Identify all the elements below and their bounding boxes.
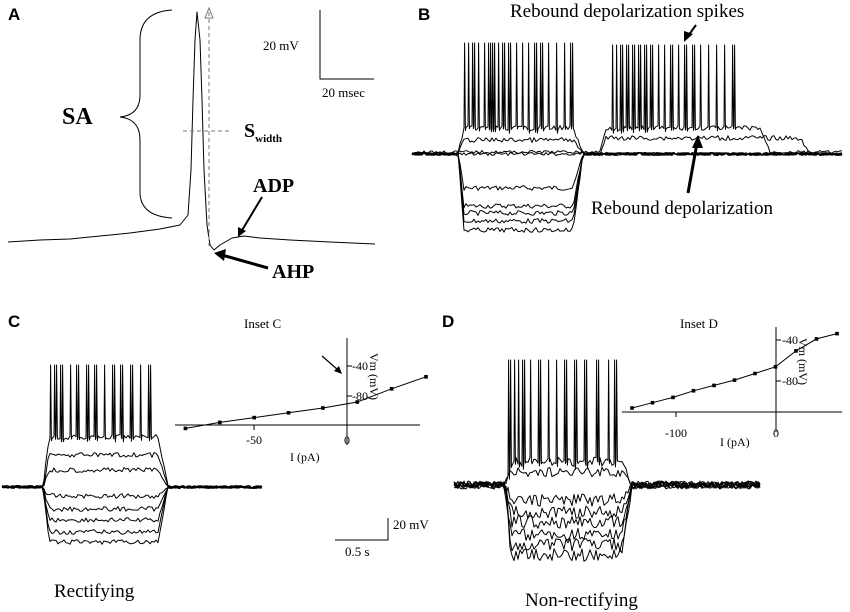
inset-d-ytick-label-2: -80	[782, 374, 798, 388]
inset-c-point-1	[218, 420, 222, 425]
trace-c-hyper-1	[1, 485, 263, 512]
inset-d-point-7	[773, 365, 778, 369]
sa-brace	[119, 9, 173, 219]
panel-d-caption: Non-rectifying	[525, 590, 638, 611]
panel-b-traces	[411, 42, 843, 233]
inset-d-xtick-label-1: -100	[665, 426, 687, 440]
trace-c-depol-1	[1, 467, 263, 489]
inset-d-plot	[630, 331, 839, 410]
inset-c-point-2	[252, 415, 256, 420]
panel-b: B Rebound depolarization spikes Rebound …	[411, 1, 843, 233]
inset-c-ytick-label-1: -40	[352, 359, 368, 373]
trace-c-hyper-4	[1, 485, 263, 545]
inset-d-title: Inset D	[680, 316, 718, 331]
inset-d-point-6	[753, 371, 757, 376]
inset-c-arrow-head	[334, 366, 342, 374]
inset-d-point-3	[691, 388, 696, 393]
inset-c-xtick-label-1: -50	[246, 433, 262, 447]
panel-d-letter: D	[442, 312, 454, 331]
inset-c-xlabel: I (pA)	[290, 450, 320, 464]
inset-c-point-7	[424, 375, 428, 379]
rebound-depolarization-label: Rebound depolarization	[591, 198, 774, 219]
scale-bar-a	[319, 10, 374, 80]
inset-c-xtick-label-2: 0	[344, 433, 350, 447]
inset-d-point-1	[650, 400, 655, 405]
inset-d-point-0	[630, 406, 634, 410]
panel-c-caption: Rectifying	[54, 581, 135, 602]
trace-b-rebound-spiking	[411, 44, 843, 154]
scale-bar-c	[335, 518, 389, 541]
inset-c-point-0	[183, 426, 188, 431]
trace-b-hyper-0	[411, 152, 843, 191]
ahp-arrow-head	[214, 249, 226, 261]
inset-c-title: Inset C	[244, 316, 281, 331]
inset-d-point-5	[732, 378, 737, 382]
panel-d: D Non-rectifying Inset D -100 0 -40 -80 …	[442, 312, 842, 611]
swidth-label: Swidth	[244, 120, 282, 145]
panel-c-letter: C	[8, 312, 20, 331]
trace-c-hyper-2	[1, 485, 263, 523]
panel-a-letter: A	[8, 5, 20, 24]
trace-b-rebound-depol	[411, 135, 843, 156]
inset-d-xlabel: I (pA)	[720, 435, 750, 449]
scale-bar-c-voltage: 20 mV	[393, 517, 429, 532]
inset-c-point-6	[389, 387, 394, 391]
adp-label: ADP	[253, 175, 294, 197]
inset-c-ylabel: Vm (mV)	[367, 353, 381, 400]
action-potential-trace	[7, 11, 376, 251]
trace-d-hyper-4	[453, 480, 761, 552]
inset-d: Inset D -100 0 -40 -80 I (pA) Vm (mV)	[622, 316, 842, 449]
inset-c-point-5	[355, 400, 360, 404]
inset-d-point-8	[794, 349, 798, 353]
panel-c-traces	[1, 364, 263, 545]
rebound-depolarization-arrow-head	[692, 135, 703, 148]
inset-d-point-2	[671, 395, 675, 400]
panel-c: C 20 mV 0.5 s Rectifying Inset C -50 0 -…	[1, 312, 429, 602]
inset-d-xtick-label-2: 0	[773, 426, 779, 440]
adp-arrow-head	[238, 227, 246, 237]
trace-b-depol-2	[411, 137, 843, 156]
inset-c-point-4	[321, 406, 325, 410]
inset-c-arrow	[321, 355, 339, 371]
inset-c: Inset C -50 0 -40 -80 I (pA) Vm (mV)	[175, 316, 428, 464]
amplitude-arrow-head	[204, 6, 214, 19]
panel-d-traces	[453, 359, 761, 562]
ahp-arrow	[221, 253, 269, 270]
inset-c-iv-line	[185, 376, 427, 429]
inset-d-point-9	[814, 337, 819, 341]
trace-c-depol-spiking	[1, 364, 263, 489]
adp-arrow	[240, 196, 263, 233]
sa-label: SA	[62, 104, 93, 130]
rebound-spikes-label: Rebound depolarization spikes	[510, 1, 744, 22]
trace-d-hyper-3	[453, 480, 761, 541]
panel-b-letter: B	[418, 5, 430, 24]
inset-d-ylabel: Vm (mV)	[796, 338, 810, 385]
inset-c-plot	[183, 375, 428, 431]
scale-bar-a-time: 20 msec	[322, 85, 365, 100]
trace-c-depol-2	[1, 452, 263, 489]
trace-b-hyper-4	[411, 152, 843, 233]
inset-d-point-10	[835, 331, 839, 336]
scale-bar-a-voltage: 20 mV	[263, 38, 299, 53]
panel-a: A SA Swidth ADP AHP 20 mV 20 msec	[7, 5, 376, 283]
inset-d-point-4	[712, 383, 716, 388]
trace-d-depol-spiking	[453, 359, 761, 489]
ahp-label: AHP	[272, 261, 314, 283]
scale-bar-c-time: 0.5 s	[345, 544, 370, 559]
rebound-depolarization-arrow	[686, 142, 699, 194]
inset-c-point-3	[286, 411, 291, 415]
trace-d-hyper-5	[453, 480, 761, 562]
inset-d-ytick-label-1: -40	[782, 333, 798, 347]
rebound-spikes-arrow-head	[684, 31, 693, 42]
